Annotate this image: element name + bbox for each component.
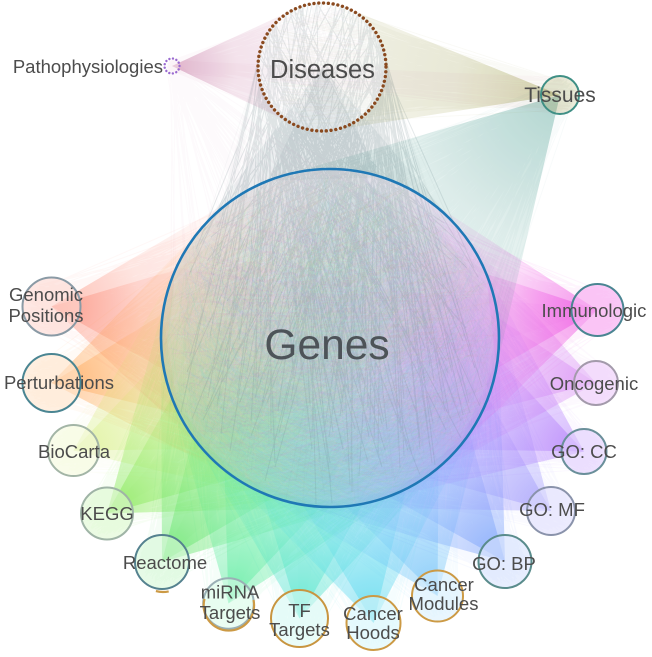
svg-text:Positions: Positions [8, 305, 83, 326]
svg-text:GO: BP: GO: BP [472, 553, 536, 574]
svg-text:Cancer: Cancer [414, 574, 474, 595]
svg-text:GO: MF: GO: MF [519, 499, 585, 520]
svg-text:Hoods: Hoods [346, 622, 399, 643]
svg-text:Diseases: Diseases [270, 56, 375, 84]
svg-text:Targets: Targets [200, 602, 261, 623]
svg-text:Pathophysiologies: Pathophysiologies [13, 56, 163, 77]
svg-text:Genes: Genes [264, 322, 389, 369]
svg-text:TF: TF [288, 600, 311, 621]
svg-text:Oncogenic: Oncogenic [550, 373, 638, 394]
svg-text:Perturbations: Perturbations [4, 372, 114, 393]
svg-text:Cancer: Cancer [343, 603, 403, 624]
svg-text:miRNA: miRNA [201, 582, 260, 603]
svg-text:KEGG: KEGG [80, 503, 133, 524]
svg-text:GO: CC: GO: CC [551, 441, 617, 462]
svg-text:Reactome: Reactome [123, 552, 207, 573]
svg-text:Immunologic: Immunologic [542, 300, 647, 321]
svg-text:Tissues: Tissues [524, 84, 596, 107]
svg-text:Genomic: Genomic [9, 284, 83, 305]
svg-text:BioCarta: BioCarta [38, 441, 111, 462]
svg-text:Modules: Modules [409, 593, 479, 614]
svg-text:Targets: Targets [269, 619, 330, 640]
